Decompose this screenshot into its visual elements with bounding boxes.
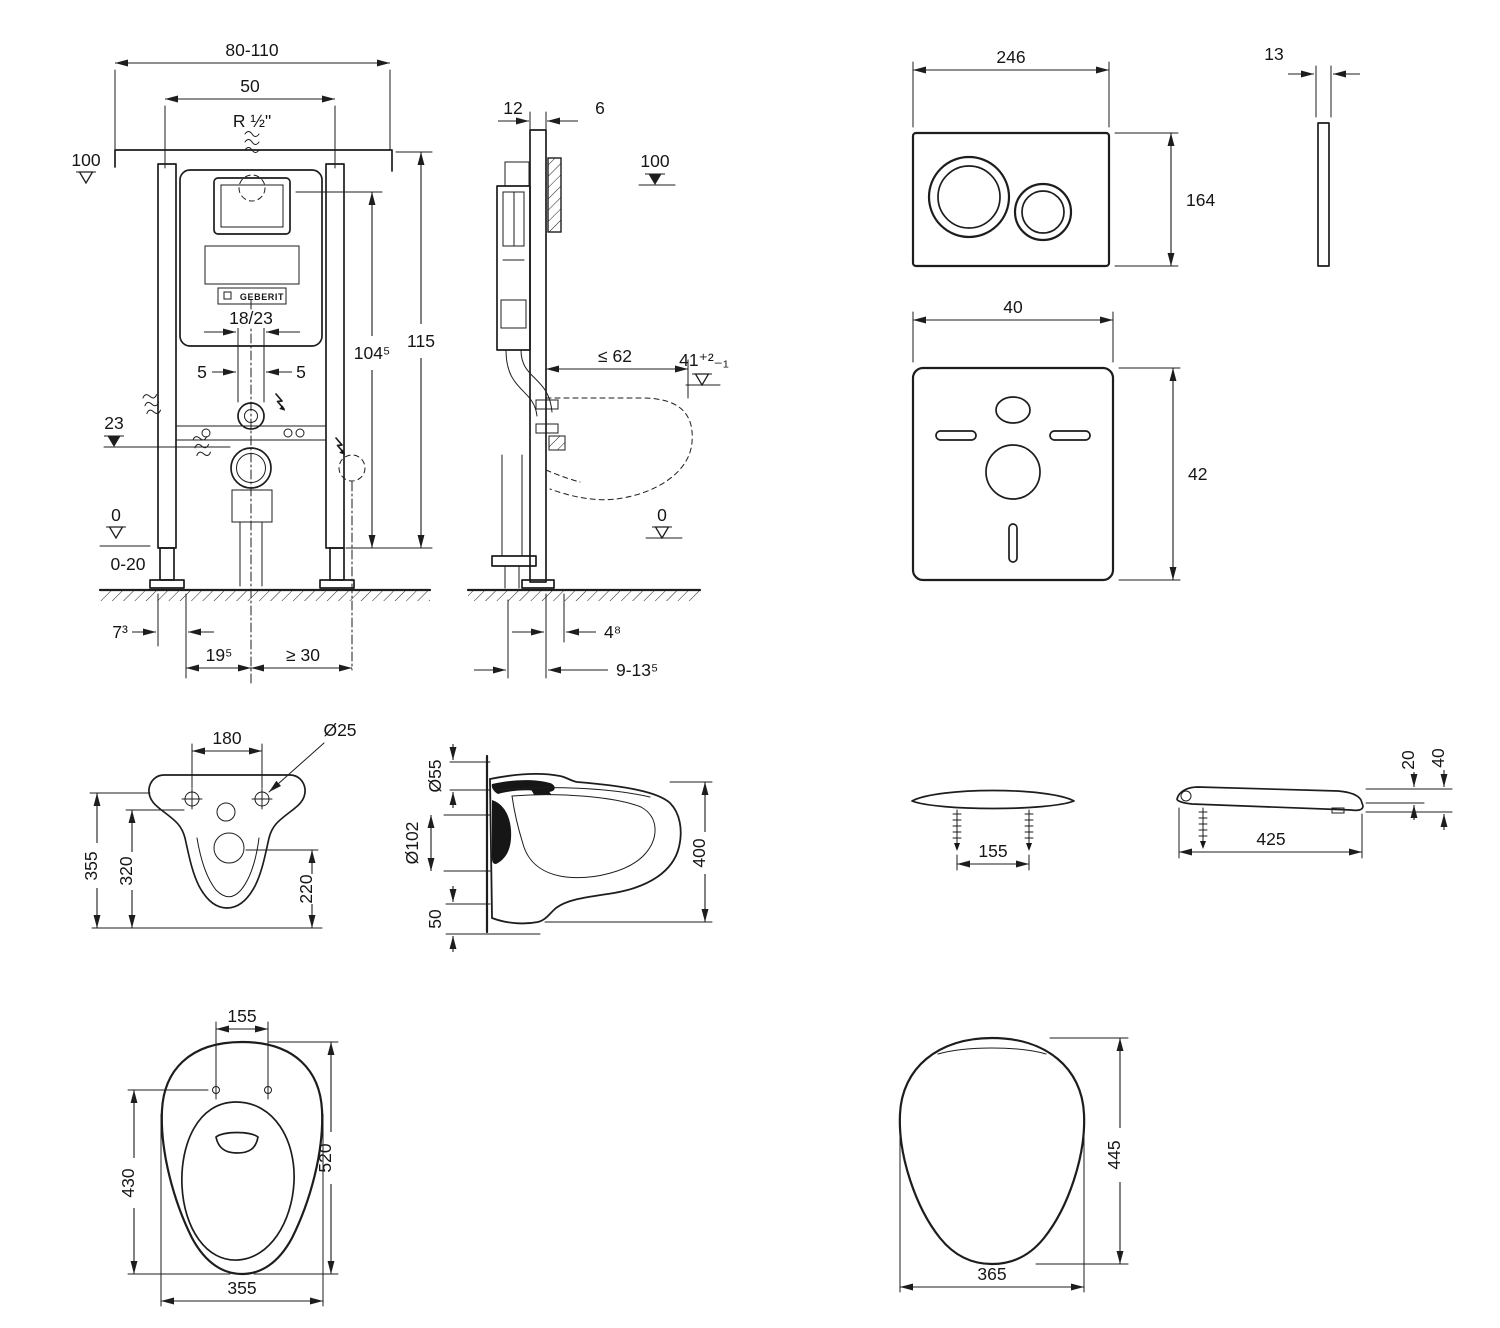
dim-drain-clearance: ≥ 30 <box>286 645 320 665</box>
dim-wall-offset: 7³ <box>112 622 128 642</box>
pad-upper-cutout <box>995 396 1031 424</box>
dim-bowl-length: 520 <box>315 1143 335 1172</box>
datum-23-label: 23 <box>104 413 123 433</box>
flush-plate-side-view: 13 <box>1264 44 1360 267</box>
pad-drain-cutout <box>985 444 1041 500</box>
dim-outlet-diameter: Ø102 <box>402 822 422 865</box>
dim-frame-width-range: 80-110 <box>225 40 278 60</box>
dim-offset-right: 5 <box>296 362 306 382</box>
dim-depth-max: ≤ 62 <box>598 346 632 366</box>
dim-depth-range: 9-13⁵ <box>616 660 658 680</box>
dim-inlet-diameter: Ø55 <box>425 759 445 792</box>
sound-insulation-pad-view: 40 42 <box>911 297 1207 582</box>
drain-alt-position-circle <box>338 454 366 482</box>
datum-0-label: 0 <box>111 505 121 525</box>
dim-flush-opening: 18/23 <box>229 308 273 328</box>
flush-inlet-opening <box>215 1131 259 1154</box>
dim-hole-diameter: Ø25 <box>323 720 356 740</box>
dim-bottom-gap: 50 <box>425 909 445 929</box>
dim-seat-height: 40 <box>1428 748 1448 768</box>
dim-bowl-inner-length: 430 <box>118 1168 138 1197</box>
dim-plate-thickness: 13 <box>1264 44 1283 64</box>
flex-position-arrow <box>275 393 287 412</box>
datum-0-label: 0 <box>657 505 667 525</box>
datum-open-triangle <box>651 526 673 539</box>
dim-pad-height: 42 <box>1188 464 1207 484</box>
dim-plate-gap: 6 <box>595 98 605 118</box>
dim-seat-thickness: 20 <box>1398 750 1418 770</box>
seat-top-view: 445 365 <box>898 1036 1129 1293</box>
dim-total-height: 115 <box>407 331 435 351</box>
dim-pad-width: 40 <box>1003 297 1023 317</box>
dim-lid-width: 365 <box>977 1264 1006 1284</box>
pad-right-slot <box>1049 430 1091 441</box>
datum-seat-height-label: 41⁺²₋₁ <box>679 350 729 370</box>
small-flush-button <box>1021 190 1065 234</box>
dim-plate-height: 164 <box>1186 190 1215 210</box>
hinge-screw <box>1198 807 1208 850</box>
datum-filled-triangle <box>644 173 666 186</box>
seat-side-view: 20 40 425 <box>1176 748 1453 859</box>
steam-symbol <box>191 433 212 459</box>
frame-side-view: 12 6 100 ≤ 62 41⁺²₋₁ <box>466 98 729 680</box>
bowl-top-view: 155 430 520 355 <box>118 1006 339 1307</box>
hinge-screw <box>1024 809 1034 852</box>
dim-plate-width: 246 <box>996 47 1025 67</box>
dim-bowl-width: 355 <box>227 1278 256 1298</box>
datum-100-label: 100 <box>71 150 100 170</box>
dim-frame-top-width: 50 <box>240 76 260 96</box>
seat-front-view: 155 <box>911 789 1075 871</box>
datum-open-triangle <box>691 373 713 386</box>
dim-height-lower: 220 <box>296 874 316 903</box>
datum-filled-triangle <box>103 435 125 448</box>
dim-seat-length: 425 <box>1256 829 1285 849</box>
dim-floor-range: 0-20 <box>110 554 145 574</box>
dim-lid-length: 445 <box>1104 1140 1124 1169</box>
bowl-front-view: 180 Ø25 355 320 220 <box>81 720 357 929</box>
hinge-screw <box>952 809 962 852</box>
dim-hole-spacing: 180 <box>212 728 241 748</box>
dim-offset-left: 5 <box>197 362 207 382</box>
datum-open-triangle <box>105 526 127 539</box>
dim-bowl-depth: 400 <box>689 838 709 867</box>
water-connection-alt-circle <box>238 174 266 202</box>
datum-100-label: 100 <box>640 151 669 171</box>
dim-drain-offset: 19⁵ <box>206 645 233 665</box>
dim-pipe-offset: 4⁸ <box>604 622 621 642</box>
datum-open-triangle <box>75 171 97 184</box>
label-water-thread: R ½" <box>233 111 271 131</box>
large-flush-button <box>937 165 1001 229</box>
flush-plate-front-view: 246 164 <box>911 47 1215 268</box>
frame-front-view: 80-110 50 R ½" 100 GEBERIT 18/23 <box>71 40 435 687</box>
dim-hinge-spacing: 155 <box>978 841 1007 861</box>
dim-flush-height: 104⁵ <box>354 343 390 363</box>
dim-bowl-hole-spacing: 155 <box>227 1006 256 1026</box>
brand-label: GEBERIT <box>240 292 284 302</box>
bowl-side-view: Ø55 Ø102 400 50 <box>402 744 713 952</box>
dim-height-inner: 320 <box>116 856 136 885</box>
dim-rail-depth: 12 <box>503 98 522 118</box>
dim-height-total: 355 <box>81 851 101 880</box>
pad-lower-slot <box>1008 523 1018 563</box>
pad-left-slot <box>935 430 977 441</box>
